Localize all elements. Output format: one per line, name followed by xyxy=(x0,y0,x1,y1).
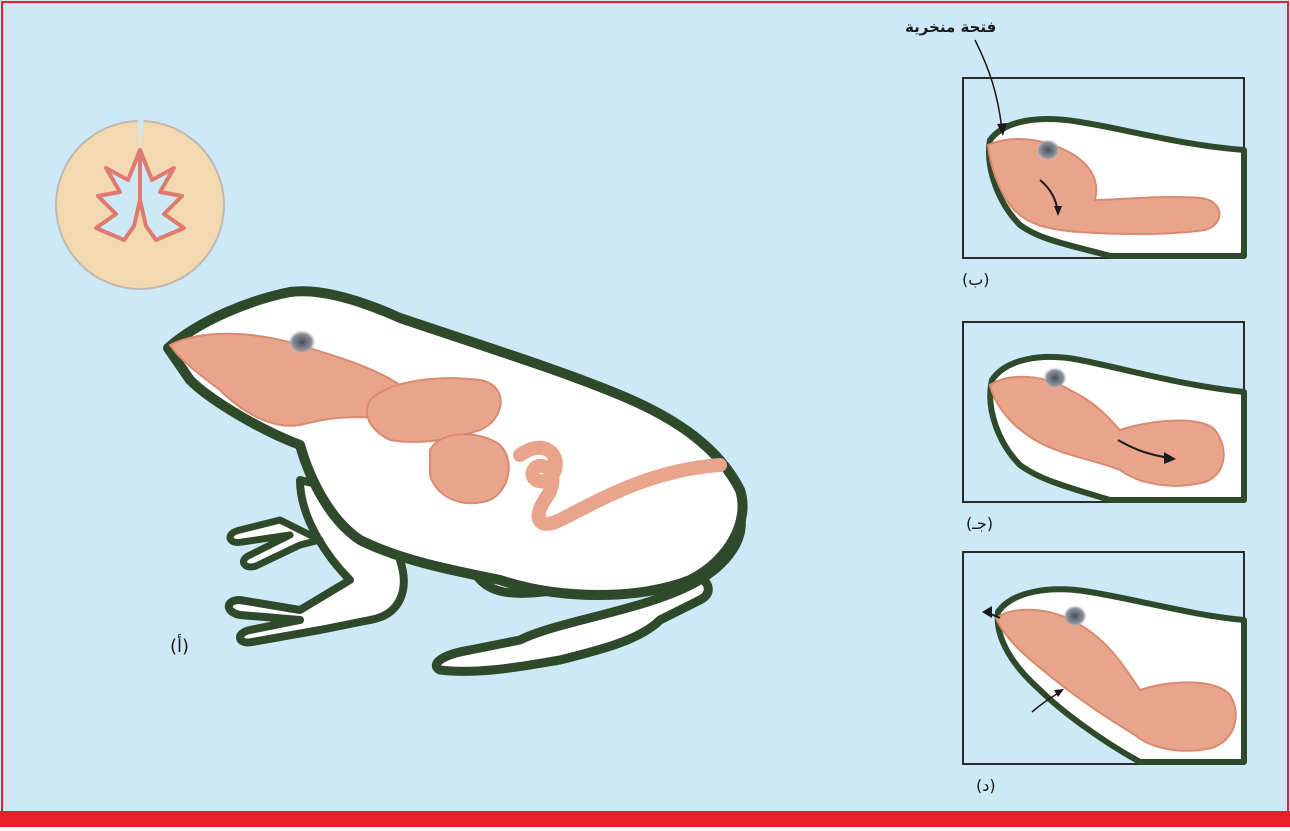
panel-label-c: (جـ) xyxy=(966,514,993,533)
panel-label-a: (أ) xyxy=(170,636,189,657)
nostril-callout-label: فتحة منخرية xyxy=(905,18,996,36)
panel-b xyxy=(963,78,1244,258)
bottom-bar xyxy=(0,811,1290,827)
panel-d xyxy=(963,552,1244,764)
panel-c xyxy=(963,322,1244,502)
panel-label-b: (ب) xyxy=(962,270,990,289)
panel-label-d: (د) xyxy=(976,776,996,795)
